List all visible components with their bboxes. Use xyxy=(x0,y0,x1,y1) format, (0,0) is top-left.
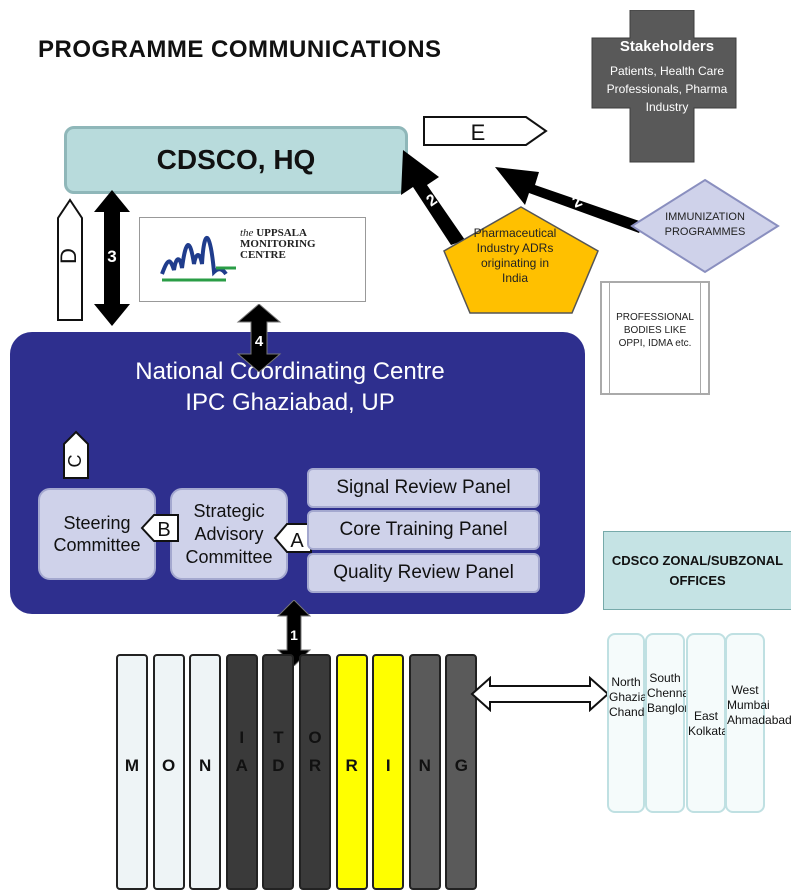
professional-bodies-divider-right xyxy=(700,281,701,395)
flow-number-3: 3 xyxy=(107,247,116,266)
steering-committee-label: Steering Committee xyxy=(53,513,141,555)
flow-label-d: D xyxy=(56,248,81,264)
monitoring-letter: N xyxy=(418,756,431,775)
national-coordinating-centre-title: National Coordinating Centre IPC Ghaziab… xyxy=(10,356,570,418)
flow-arrow-e: E xyxy=(423,116,548,146)
ncc-title-line1: National Coordinating Centre xyxy=(135,358,445,385)
professional-bodies-box xyxy=(600,281,710,395)
cdsco-zonal-offices-box: CDSCO ZONAL/SUBZONAL OFFICES xyxy=(603,531,791,610)
flow-number-4: 4 xyxy=(255,333,264,350)
quality-review-panel: Quality Review Panel xyxy=(307,553,540,593)
cdsco-hq-label: CDSCO, HQ xyxy=(156,144,316,175)
monitoring-column: O xyxy=(152,654,185,890)
monitoring-secondary-letter: O xyxy=(308,728,322,747)
monitoring-letter: M xyxy=(124,756,140,775)
monitoring-column: R xyxy=(335,654,368,890)
monitoring-secondary-letter: T xyxy=(273,728,284,747)
monitoring-secondary-letter: I xyxy=(239,728,245,747)
steering-committee: Steering Committee xyxy=(38,488,156,580)
flow-number-1: 1 xyxy=(290,627,298,643)
zone-west: West Mumbai Ahmadabad xyxy=(725,633,791,813)
monitoring-letter: I xyxy=(385,756,391,775)
core-training-panel-label: Core Training Panel xyxy=(339,519,508,540)
page-title: PROGRAMME COMMUNICATIONS xyxy=(38,36,442,63)
cdsco-zonal-offices-label: CDSCO ZONAL/SUBZONAL OFFICES xyxy=(611,552,784,588)
uppsala-the: the xyxy=(240,227,254,239)
monitoring-column: I xyxy=(372,654,405,890)
monitoring-letter: D xyxy=(272,756,285,775)
monitoring-letter: G xyxy=(454,756,468,775)
uppsala-logo-text: the UPPSALA MONITORING CENTRE xyxy=(240,228,316,261)
monitoring-letter: N xyxy=(199,756,212,775)
zone-south: South Chennai,Hyderabad, Banglore xyxy=(645,633,757,813)
flow-arrow-1: 1 xyxy=(276,600,312,666)
zone-east-label: East Kolkata xyxy=(688,709,729,738)
cdsco-hq-box: CDSCO, HQ xyxy=(64,126,408,194)
uppsala-centre: CENTRE xyxy=(240,249,286,261)
immunization-label: IMMUNIZATION PROGRAMMES xyxy=(664,211,746,238)
strategic-advisory-committee-label: Strategic Advisory Committee xyxy=(185,500,273,567)
flow-label-e: E xyxy=(471,120,486,145)
flow-label-b: B xyxy=(157,519,170,541)
stakeholders-label: Stakeholders xyxy=(619,38,715,55)
flow-arrow-3: 3 xyxy=(94,190,130,326)
flow-arrow-zones xyxy=(470,676,610,712)
ncc-title-line2: IPC Ghaziabad, UP xyxy=(185,389,395,416)
flow-arrow-d: D xyxy=(56,198,83,321)
monitoring-letter: O xyxy=(161,756,176,775)
strategic-advisory-committee: Strategic Advisory Committee xyxy=(170,488,288,580)
professional-bodies-divider-left xyxy=(609,281,610,395)
stakeholders-detail: Patients, Health Care Professionals, Pha… xyxy=(606,64,728,114)
monitoring-column: N xyxy=(189,654,222,890)
flow-label-a: A xyxy=(290,530,304,552)
zone-west-label: West Mumbai Ahmadabad xyxy=(727,683,791,727)
uppsala-monitoring: MONITORING xyxy=(240,238,316,250)
quality-review-panel-label: Quality Review Panel xyxy=(333,562,514,583)
signal-review-panel: Signal Review Panel xyxy=(307,468,540,508)
uppsala-name: UPPSALA xyxy=(256,227,307,239)
uppsala-logo-icon xyxy=(160,236,236,282)
pharma-label: Pharmaceutical Industry ADRs originating… xyxy=(473,226,557,285)
flow-arrows-2: 2 2 xyxy=(401,150,645,245)
flow-arrow-b: B xyxy=(140,514,179,542)
monitoring-letter: R xyxy=(308,756,322,775)
immunization-diamond xyxy=(630,178,780,274)
professional-bodies-label: PROFESSIONAL BODIES LIKE OPPI, IDMA etc. xyxy=(616,312,694,349)
flow-arrow-4: 4 xyxy=(236,304,282,372)
stakeholders-cross xyxy=(591,10,737,163)
monitoring-letter: A xyxy=(235,756,248,775)
zone-east: East Kolkata xyxy=(686,633,729,813)
flow-arrow-c: C xyxy=(63,430,89,479)
flow-label-c: C xyxy=(65,455,85,468)
pharma-pentagon xyxy=(443,206,599,314)
monitoring-column: N xyxy=(408,654,441,890)
monitoring-column: M xyxy=(116,654,148,890)
zone-north: North Ghaziabad Chandigarh xyxy=(607,633,671,813)
monitoring-letter: R xyxy=(345,756,358,775)
core-training-panel: Core Training Panel xyxy=(307,510,540,550)
signal-review-panel-label: Signal Review Panel xyxy=(336,477,511,498)
